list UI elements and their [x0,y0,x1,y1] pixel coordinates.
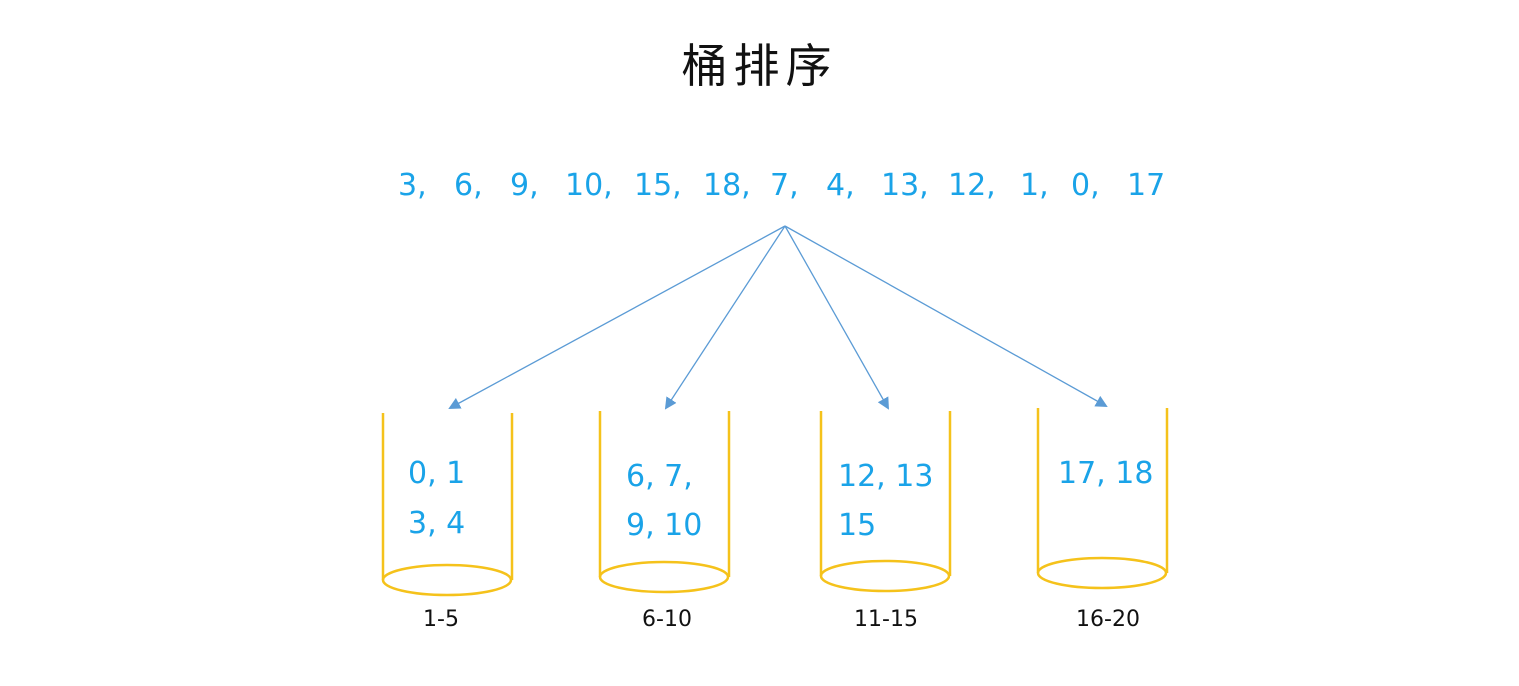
arrow-to-bucket-3 [784,225,889,410]
sequence-value: 10, [565,168,613,203]
arrow-to-bucket-1 [448,225,786,409]
bucket-3-shape [819,411,952,593]
sequence-value: 12, [948,168,996,203]
sequence-value: 17 [1127,168,1166,203]
input-sequence: 3, 6, 9, 10, 15, 18, 7, 4, 13, 12, 1, 0,… [0,168,1519,212]
bucket-1-line-2: 3, 4 [408,506,466,541]
bucket-1-line-1: 0, 1 [408,456,466,491]
sequence-value: 7, [770,168,799,203]
sequence-value: 4, [826,168,855,203]
bucket-4-shape [1036,408,1169,590]
arrow-to-bucket-2 [664,225,786,410]
sequence-value: 6, [454,168,483,203]
bucket-2-line-1: 6, 7, [626,459,693,494]
bucket-4-range-label: 16-20 [1076,607,1140,632]
sequence-value: 15, [634,168,682,203]
bucket-3-line-1: 12, 13 [838,459,934,494]
bucket-4-line-1: 17, 18 [1058,456,1154,491]
sequence-value: 13, [881,168,929,203]
bucket-2-range-label: 6-10 [642,607,692,632]
bucket-3-line-2: 15 [838,508,877,543]
arrow-to-bucket-4 [784,225,1108,407]
sequence-value: 9, [510,168,539,203]
sequence-value: 0, [1071,168,1100,203]
diagram-title: 桶排序 [681,39,838,93]
bucket-2-line-2: 9, 10 [626,508,703,543]
bucket-1-shape [381,413,514,597]
bucket-3-range-label: 11-15 [854,607,918,632]
sequence-value: 3, [398,168,427,203]
bucket-2-shape [598,411,731,594]
sequence-value: 1, [1020,168,1049,203]
sequence-value: 18, [703,168,751,203]
bucket-1-range-label: 1-5 [423,607,459,632]
